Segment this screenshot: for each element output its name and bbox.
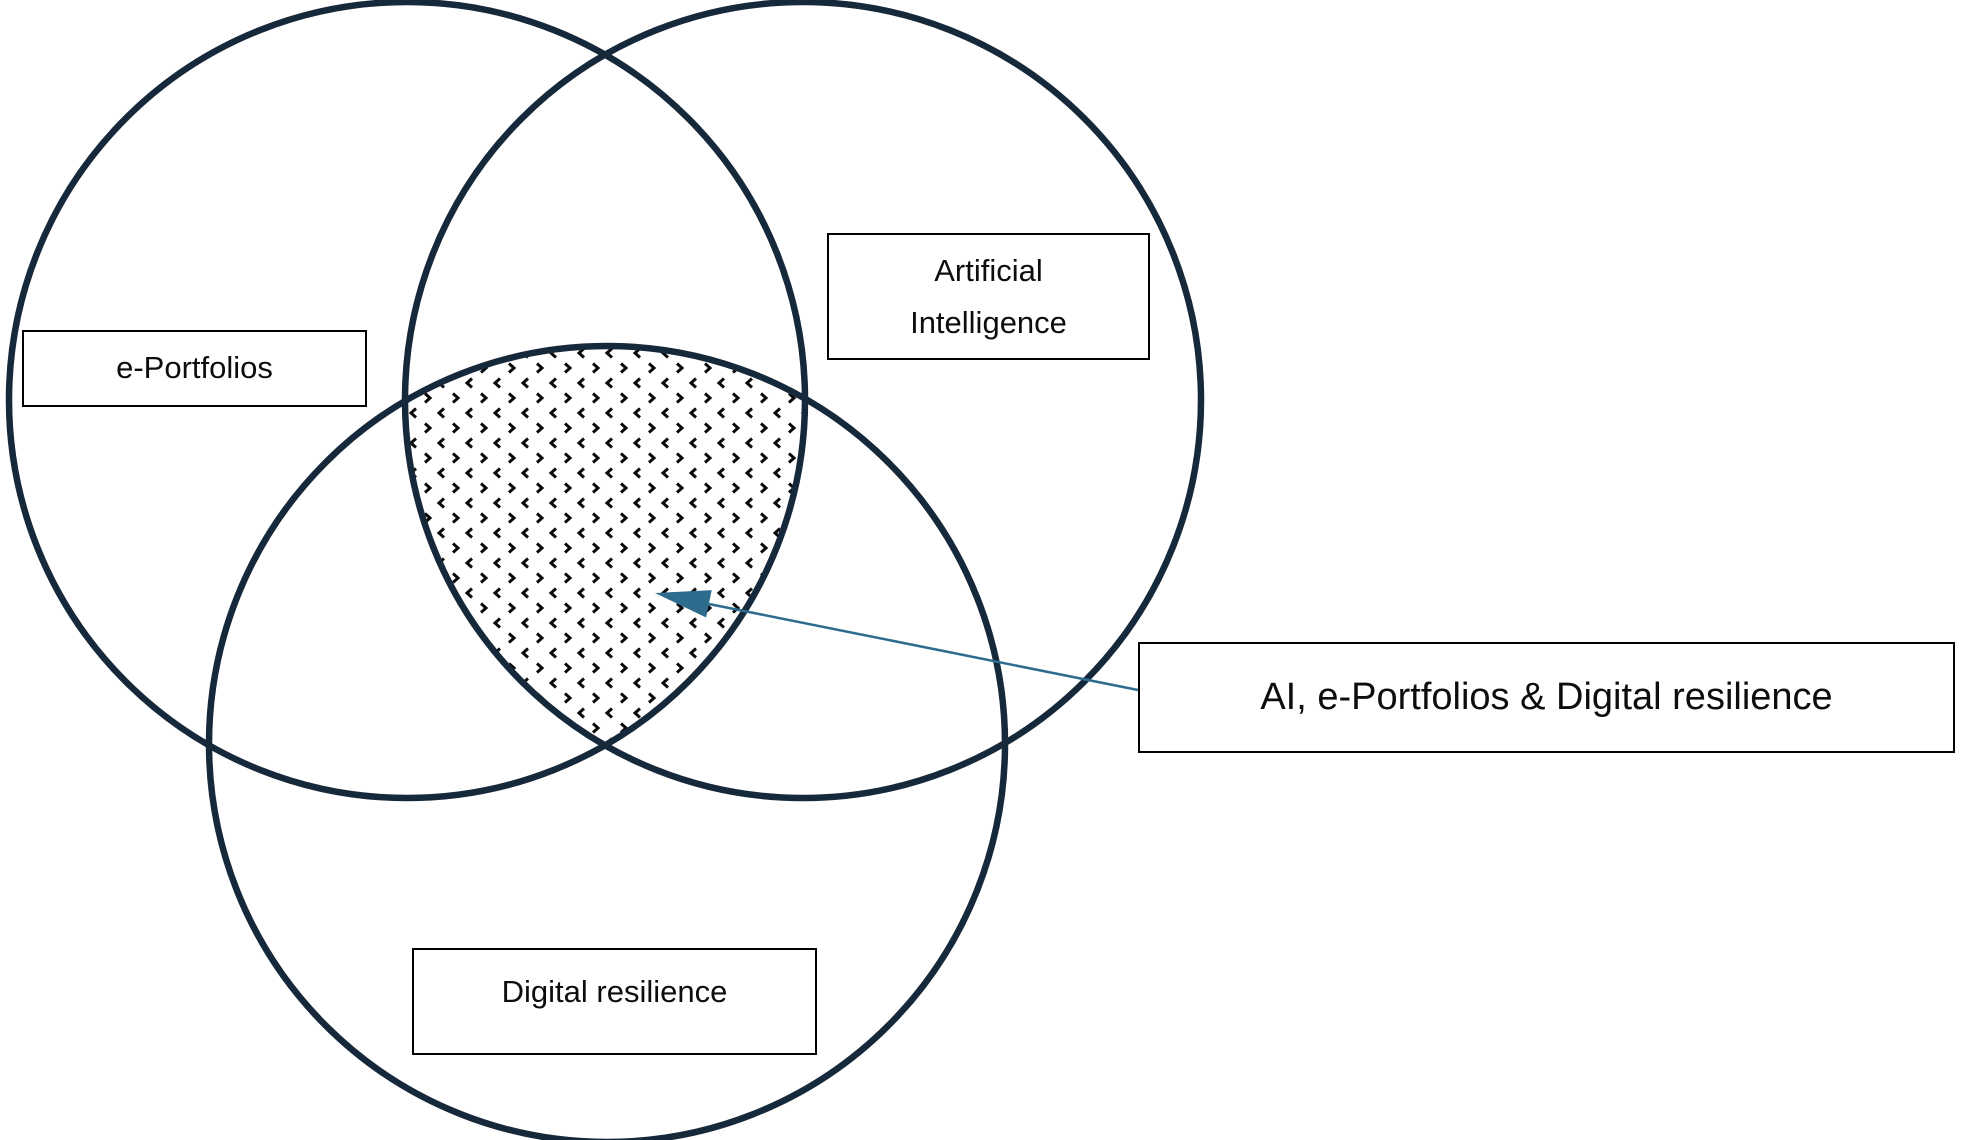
callout-label: AI, e-Portfolios & Digital resilience — [1260, 675, 1833, 718]
arrow-head-icon — [655, 590, 712, 618]
label-artificial-intelligence-line2: Intelligence — [910, 304, 1067, 340]
label-e-portfolios: e-Portfolios — [116, 350, 273, 386]
label-box-artificial-intelligence: Artificial Intelligence — [827, 233, 1150, 360]
callout-box-intersection: AI, e-Portfolios & Digital resilience — [1138, 642, 1955, 753]
callout-arrow — [655, 590, 1139, 692]
label-box-e-portfolios: e-Portfolios — [22, 330, 367, 407]
label-artificial-intelligence-line1: Artificial — [934, 252, 1043, 288]
circle-digital-resilience — [205, 342, 1009, 1140]
label-box-digital-resilience: Digital resilience — [412, 948, 817, 1055]
callout-arrow-line — [708, 602, 1139, 692]
center-intersection-region — [405, 346, 806, 745]
label-digital-resilience: Digital resilience — [501, 974, 728, 1009]
